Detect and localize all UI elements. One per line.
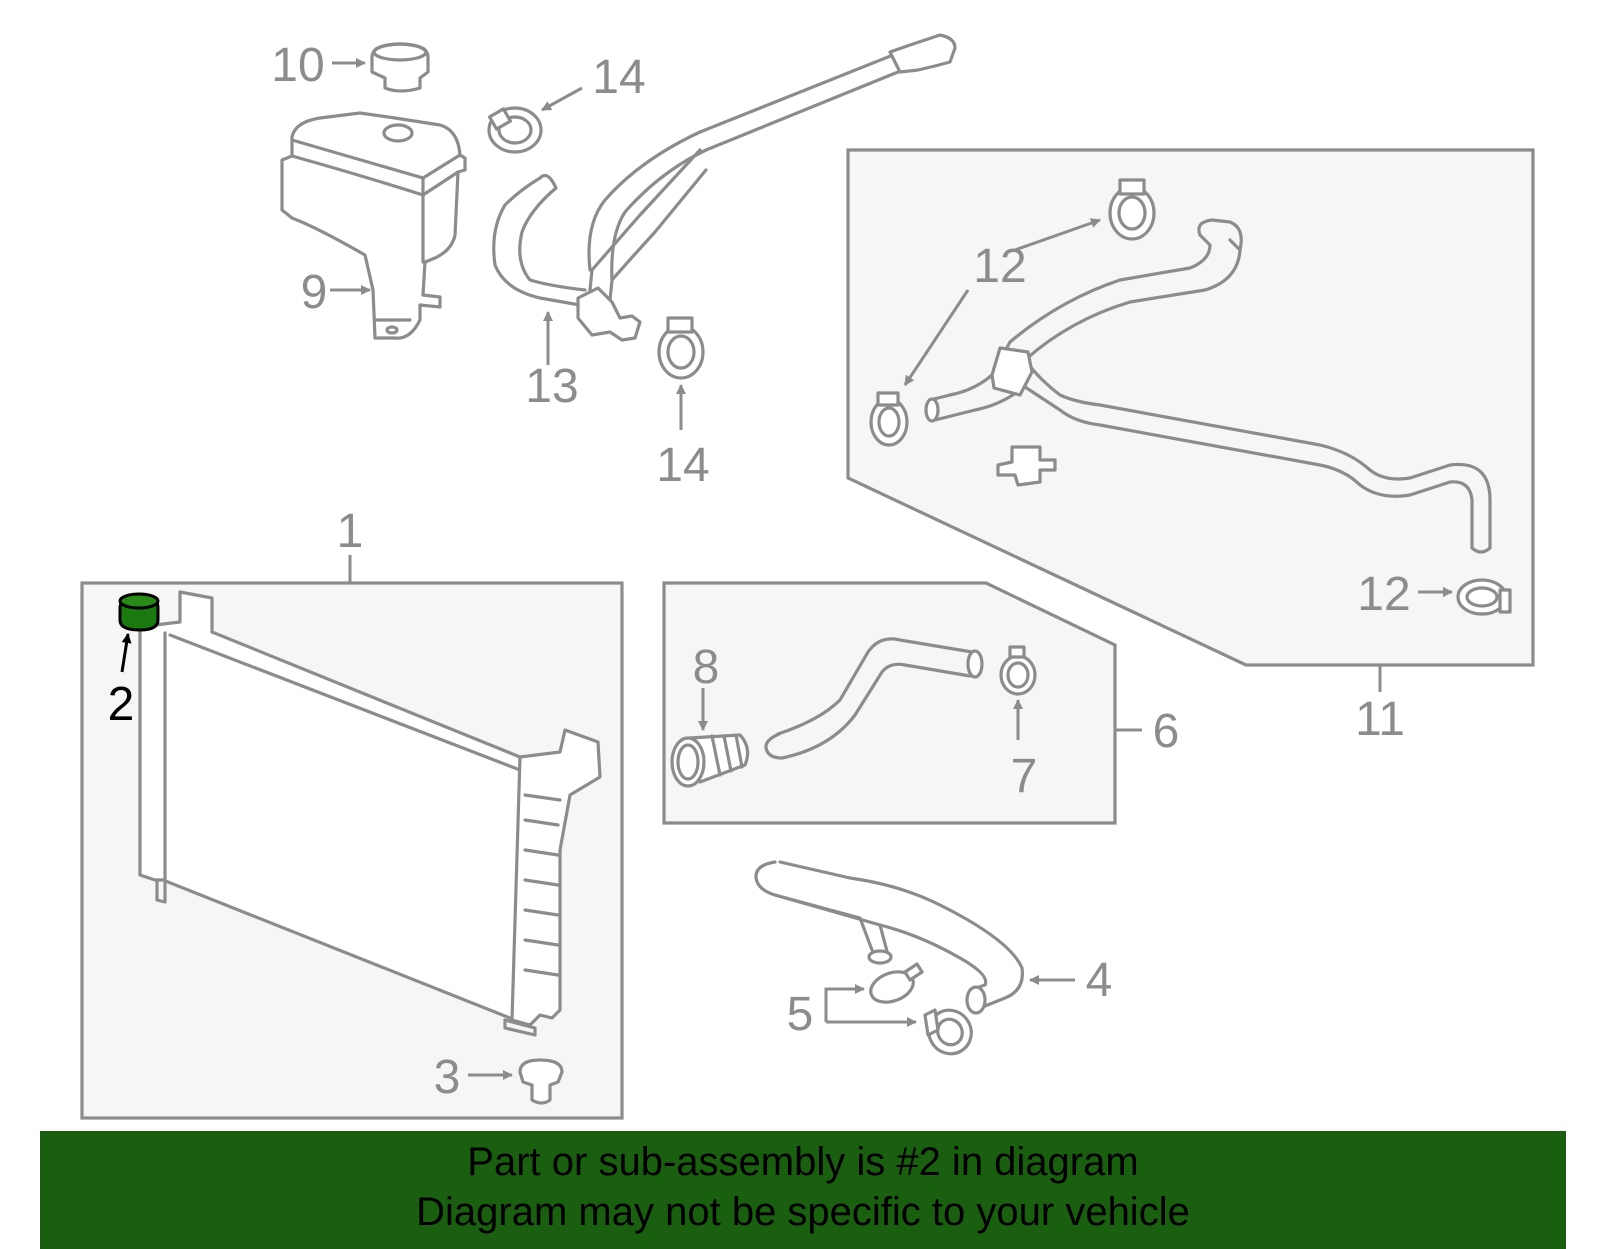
callout-10: 10	[271, 39, 324, 92]
callout-6: 6	[1153, 705, 1180, 758]
clamp-14-top	[487, 86, 583, 154]
banner-line-2: Diagram may not be specific to your vehi…	[416, 1190, 1190, 1234]
clamp-7	[999, 645, 1037, 740]
hose-assembly-11-group	[846, 148, 1535, 692]
hose-assembly-6-group	[662, 581, 1142, 825]
reservoir-9	[280, 111, 467, 340]
callout-5: 5	[787, 988, 814, 1041]
callout-9: 9	[301, 266, 328, 319]
clamp-12-right	[1418, 578, 1512, 616]
reservoir-cap-10	[332, 42, 430, 93]
radiator-side-tank	[510, 728, 602, 1027]
clamps-5	[824, 962, 973, 1056]
callout-4: 4	[1086, 954, 1113, 1007]
callout-12-upper: 12	[973, 240, 1026, 293]
callout-14-top: 14	[592, 51, 645, 104]
callout-2: 2	[108, 678, 135, 731]
callout-11: 11	[1355, 693, 1405, 746]
callout-3: 3	[434, 1051, 461, 1104]
highlighted-part-2	[118, 592, 160, 673]
callout-8: 8	[693, 641, 720, 694]
drain-plug-3	[468, 1058, 564, 1105]
clamp-12-left	[869, 289, 970, 447]
clamp-14-bottom	[657, 316, 705, 430]
info-banner: Part or sub-assembly is #2 in diagram Di…	[40, 1131, 1566, 1249]
hose-box-6	[662, 581, 1117, 825]
callout-13: 13	[525, 360, 578, 413]
coupling-8	[670, 688, 750, 788]
hose-4	[754, 860, 1075, 1015]
callout-1: 1	[337, 505, 364, 558]
clamp-12-top	[1014, 178, 1156, 252]
banner-line-1: Part or sub-assembly is #2 in diagram	[467, 1140, 1139, 1184]
hose-13	[492, 33, 957, 365]
radiator-group	[80, 555, 624, 1120]
callout-14-bottom: 14	[656, 439, 709, 492]
callout-12-right: 12	[1357, 568, 1410, 621]
callout-7: 7	[1011, 750, 1038, 803]
hose-box-11	[846, 148, 1535, 667]
